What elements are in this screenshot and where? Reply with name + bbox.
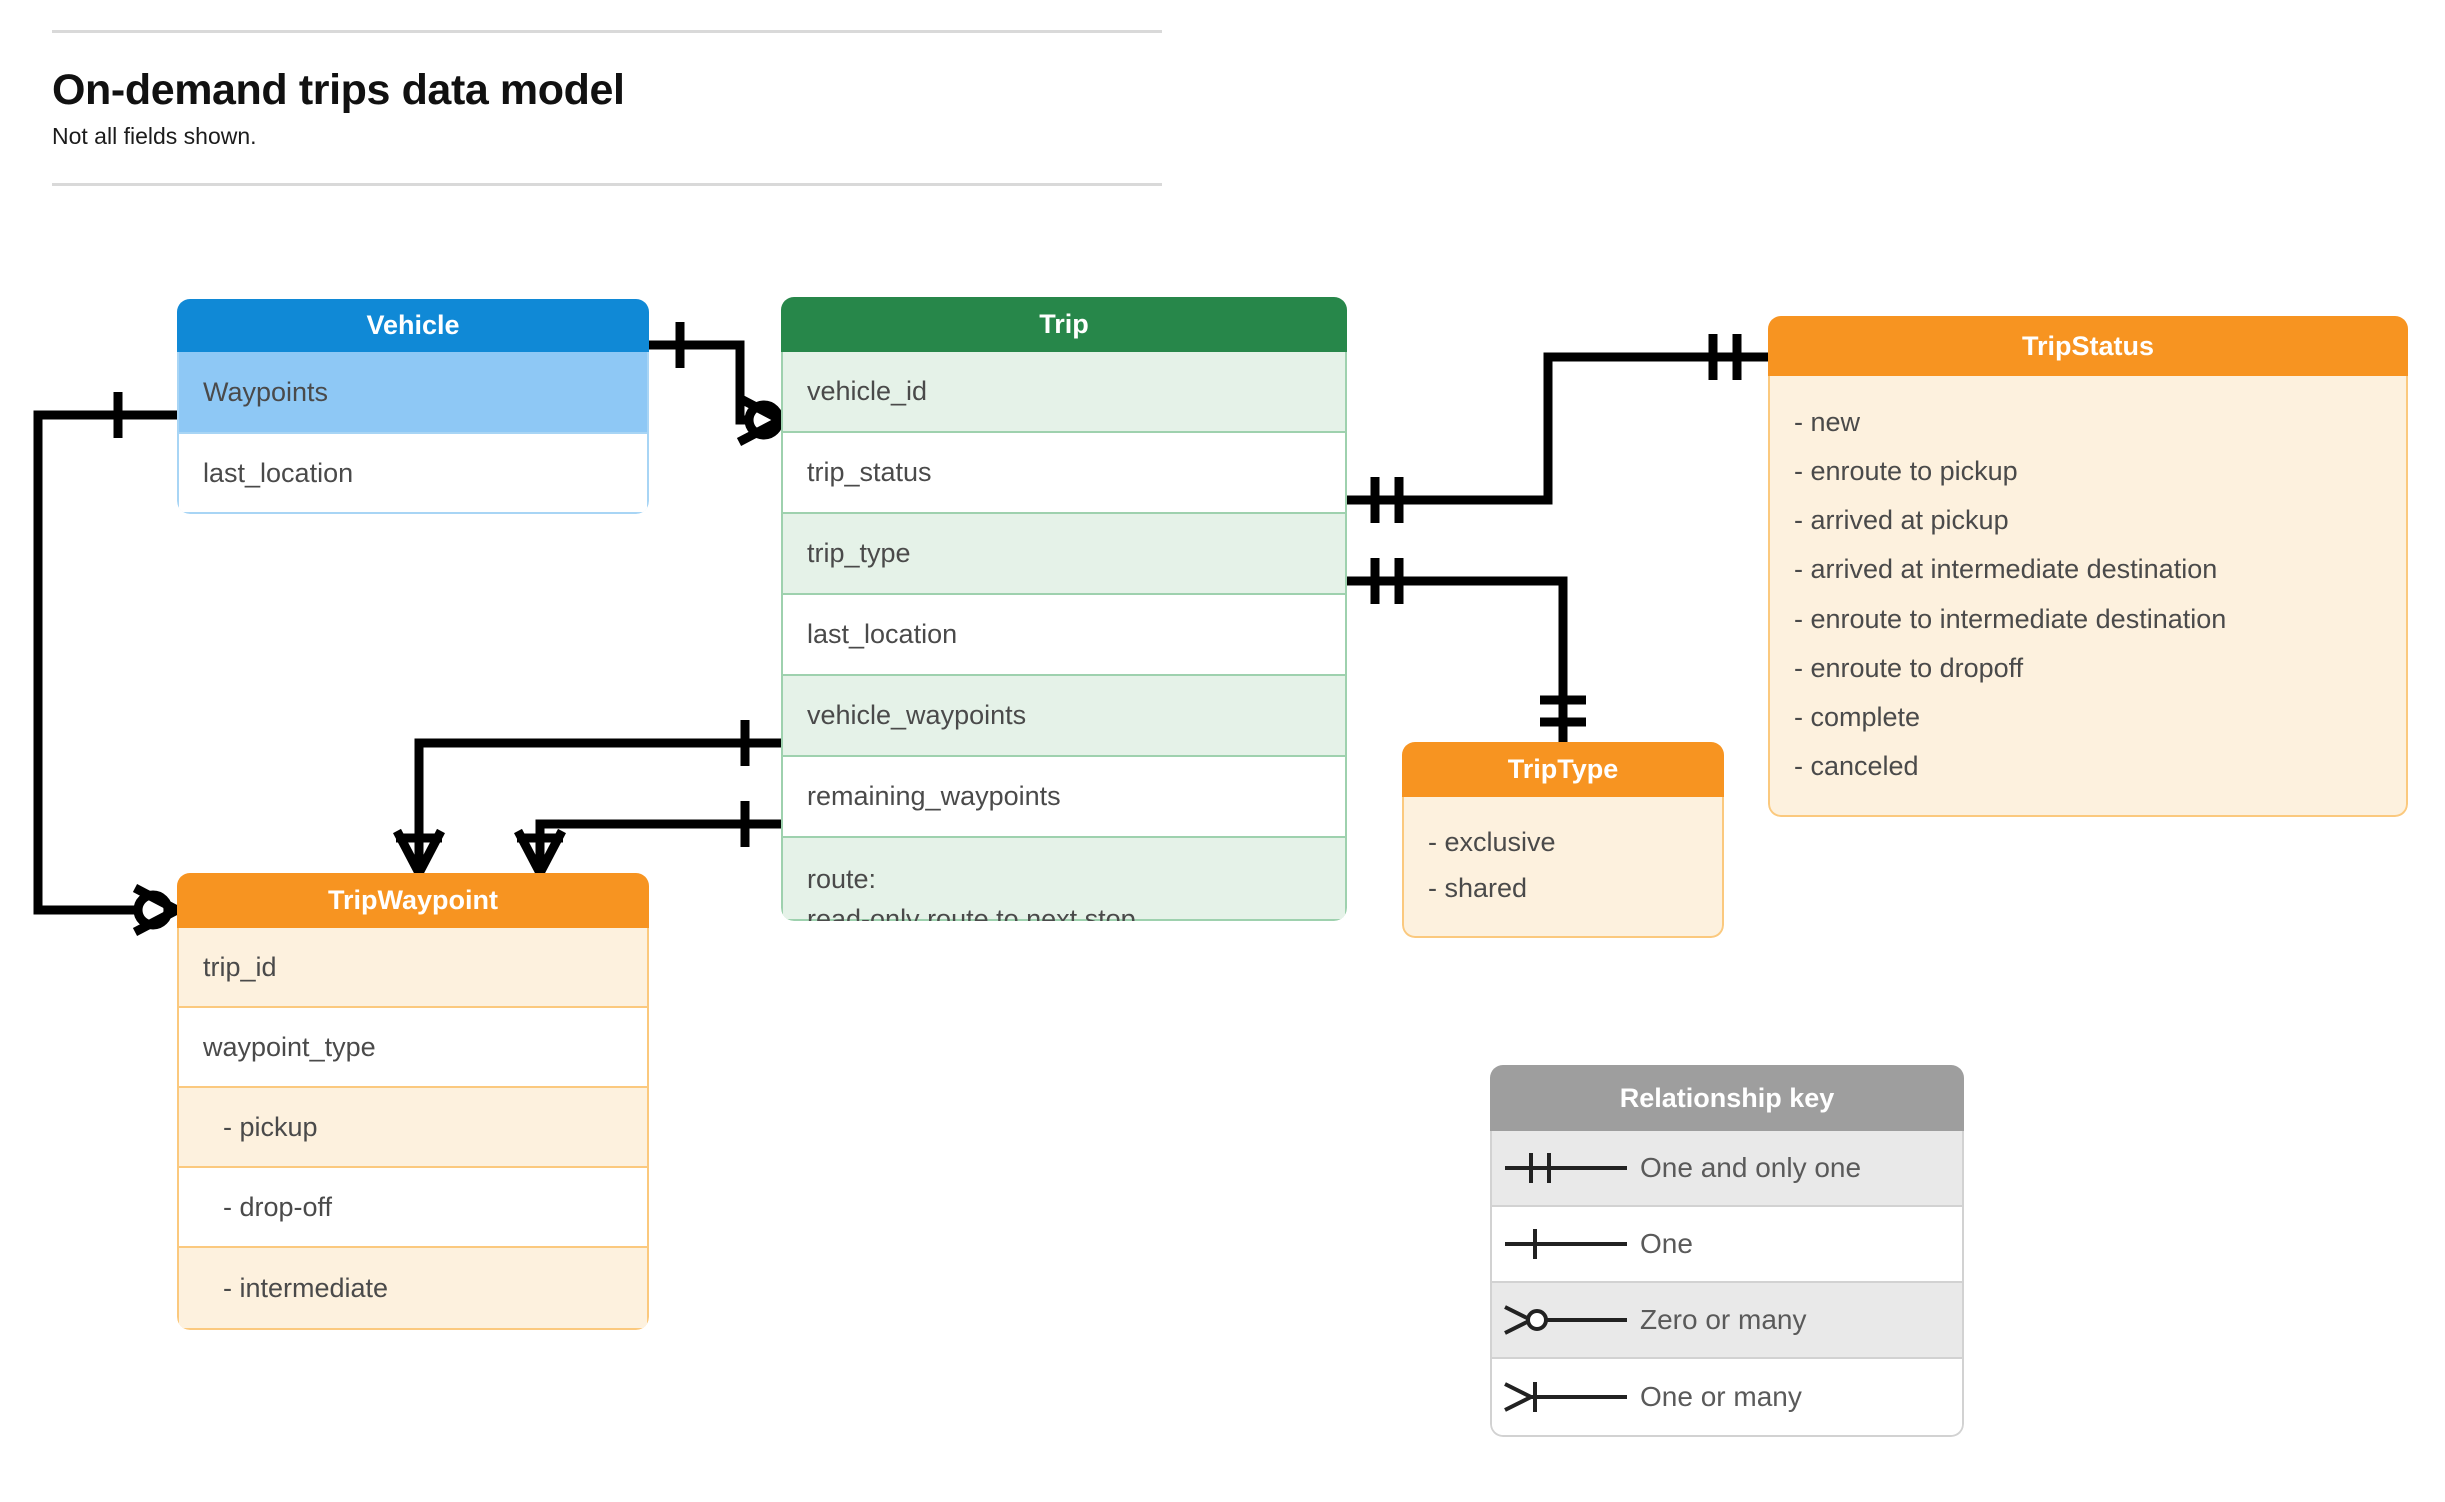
- entity-vehicle-title: Vehicle: [177, 299, 649, 352]
- field-row[interactable]: trip_type: [783, 514, 1345, 595]
- relationship-key-legend: Relationship key One and only one: [1490, 1065, 1964, 1437]
- enum-item: - enroute to pickup: [1794, 456, 2018, 487]
- one-and-only-one-icon: [1492, 1145, 1640, 1191]
- field-row[interactable]: remaining_waypoints: [783, 757, 1345, 838]
- legend-row-one-or-many: One or many: [1492, 1359, 1962, 1435]
- wire-vehicle-waypoints-to-tripwaypoint: [33, 410, 177, 915]
- entity-triptype-title: TripType: [1402, 742, 1724, 797]
- entity-trip-title: Trip: [781, 297, 1347, 352]
- field-row-route[interactable]: route: read-only route to next stop: [783, 838, 1345, 921]
- enum-item: - enroute to dropoff: [1794, 652, 2024, 683]
- enum-row[interactable]: - pickup: [179, 1088, 647, 1168]
- legend-label: One: [1640, 1228, 1693, 1259]
- legend-label: Zero or many: [1640, 1304, 1807, 1335]
- entity-tripwaypoint-fields: trip_id waypoint_type - pickup - drop-of…: [177, 928, 649, 1330]
- enum-item: - shared: [1428, 873, 1528, 904]
- field-row[interactable]: waypoint_type: [179, 1008, 647, 1088]
- entity-triptype-values: - exclusive - shared: [1402, 797, 1724, 938]
- legend-label: One or many: [1640, 1381, 1802, 1412]
- field-row[interactable]: trip_id: [179, 928, 647, 1008]
- one-or-many-icon: [1492, 1374, 1640, 1420]
- header-rule-bottom: [52, 183, 1162, 187]
- marker-zero-or-many-tripwaypoint: [132, 884, 180, 936]
- marker-zero-or-many-trip: [736, 394, 784, 446]
- header-rule-top: [52, 30, 1162, 33]
- entity-vehicle-fields: Waypoints last_location: [177, 352, 649, 514]
- enum-item: - canceled: [1794, 750, 1919, 781]
- legend-rows: One and only one One: [1490, 1131, 1964, 1437]
- legend-row-one: One: [1492, 1207, 1962, 1283]
- field-row[interactable]: vehicle_id: [783, 352, 1345, 433]
- route-label: route:: [807, 864, 877, 894]
- wire-remaining-waypoints-link: [535, 819, 781, 873]
- enum-item: - arrived at pickup: [1794, 505, 2009, 536]
- legend-row-one-and-only-one: One and only one: [1492, 1131, 1962, 1207]
- entity-vehicle[interactable]: Vehicle Waypoints last_location: [177, 299, 649, 514]
- page-title: On-demand trips data model: [52, 66, 625, 114]
- entity-tripwaypoint[interactable]: TripWaypoint trip_id waypoint_type - pic…: [177, 873, 649, 1330]
- enum-list: - new - enroute to pickup - arrived at p…: [1770, 376, 2406, 815]
- legend-title: Relationship key: [1490, 1065, 1964, 1131]
- header-rule-bottom-wrap: [52, 183, 1162, 187]
- enum-item: - enroute to intermediate destination: [1794, 603, 2227, 634]
- entity-tripwaypoint-title: TripWaypoint: [177, 873, 649, 928]
- marker-one-or-many-left: [393, 828, 445, 876]
- wire-vehicle-to-trip: [649, 340, 781, 425]
- zero-or-many-icon: [1492, 1297, 1640, 1343]
- enum-row[interactable]: - intermediate: [179, 1248, 647, 1328]
- field-row[interactable]: trip_status: [783, 433, 1345, 514]
- enum-item: - new: [1794, 407, 1861, 437]
- field-row[interactable]: last_location: [179, 432, 647, 512]
- field-row[interactable]: vehicle_waypoints: [783, 676, 1345, 757]
- entity-tripstatus[interactable]: TripStatus - new - enroute to pickup - a…: [1768, 316, 2408, 817]
- entity-trip[interactable]: Trip vehicle_id trip_status trip_type la…: [781, 297, 1347, 921]
- page-subtitle: Not all fields shown.: [52, 123, 257, 150]
- legend-label: One and only one: [1640, 1152, 1862, 1183]
- entity-tripstatus-values: - new - enroute to pickup - arrived at p…: [1768, 376, 2408, 817]
- field-row[interactable]: Waypoints: [179, 352, 647, 432]
- enum-item: - arrived at intermediate destination: [1794, 554, 2218, 585]
- enum-row[interactable]: - drop-off: [179, 1168, 647, 1248]
- enum-item: - complete: [1794, 701, 1921, 732]
- entity-tripstatus-title: TripStatus: [1768, 316, 2408, 376]
- entity-triptype[interactable]: TripType - exclusive - shared: [1402, 742, 1724, 938]
- route-description: read-only route to next stop: [807, 903, 1136, 921]
- wire-vehicle-waypoints-link: [414, 738, 781, 873]
- legend-row-zero-or-many: Zero or many: [1492, 1283, 1962, 1359]
- marker-one-or-many-right: [514, 828, 566, 876]
- one-icon: [1492, 1221, 1640, 1267]
- field-row[interactable]: last_location: [783, 595, 1345, 676]
- wire-tripstatus: [1347, 352, 1768, 505]
- page-header: On-demand trips data model Not all field…: [52, 30, 1162, 187]
- enum-list: - exclusive - shared: [1404, 797, 1722, 936]
- wire-triptype: [1347, 576, 1568, 742]
- enum-item: - exclusive: [1428, 827, 1556, 857]
- entity-trip-fields: vehicle_id trip_status trip_type last_lo…: [781, 352, 1347, 921]
